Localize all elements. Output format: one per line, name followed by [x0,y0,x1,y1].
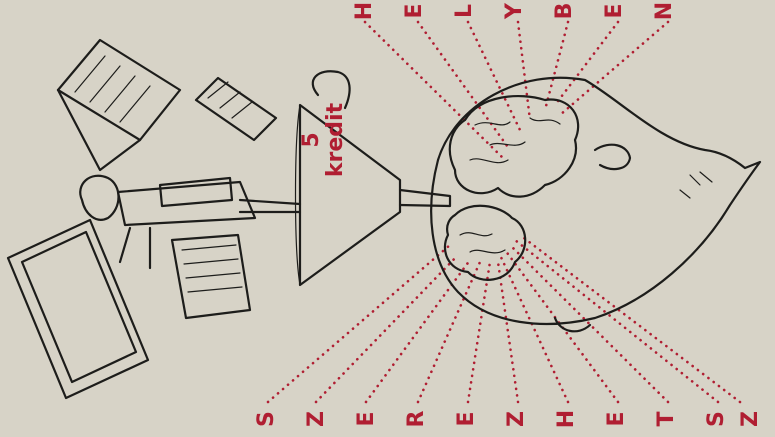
top-letter: Y [502,3,527,19]
book-drawing [170,233,252,320]
person-drawing [79,174,302,270]
phone-drawing [194,76,278,142]
bottom-letter: R [404,410,429,428]
laptop-drawing [56,38,182,172]
head-drawing [430,76,762,333]
bottom-letter: E [604,411,629,427]
bottom-letter: E [454,411,479,427]
bottom-letter: H [554,409,579,429]
funnel-drawing [294,70,452,287]
tablet-drawing [6,218,150,400]
funnel-label: 5 kredit [299,92,348,188]
top-letter: N [652,1,677,21]
bottom-letter: Z [738,411,763,427]
top-letter: E [602,3,627,19]
dotted-lines [266,20,742,404]
bottom-letter: S [254,411,279,427]
bottom-letter: S [704,411,729,427]
credit-number: 5 [299,132,324,148]
top-letter: B [552,2,577,20]
bottom-letter: E [354,411,379,427]
credit-word: kredit [323,102,348,178]
top-letter: L [452,3,477,19]
brain-drawing [443,94,580,281]
bottom-letter: T [654,411,679,427]
bottom-letter: Z [304,411,329,427]
top-letter: E [402,3,427,19]
bottom-letter: Z [504,411,529,427]
top-letter: H [352,1,377,21]
